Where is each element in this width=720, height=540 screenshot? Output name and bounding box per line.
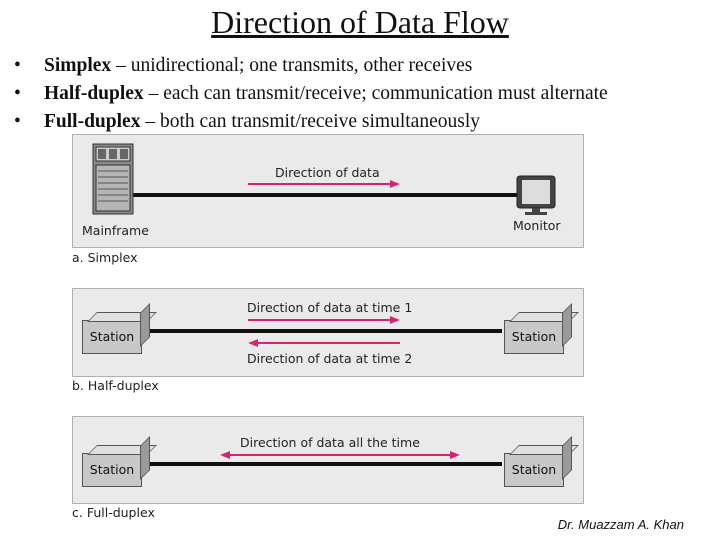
bullet-term: Simplex xyxy=(44,55,112,76)
monitor-label: Monitor xyxy=(513,218,561,233)
bullet-dot: • xyxy=(14,111,21,132)
half-duplex-link-line xyxy=(146,329,502,333)
bullet-half-duplex: • Half-duplex – each can transmit/receive… xyxy=(14,80,608,108)
full-duplex-left-station: Station xyxy=(82,453,142,487)
full-duplex-arrow xyxy=(220,451,460,459)
full-duplex-right-station: Station xyxy=(504,453,564,487)
bullet-desc: – unidirectional; one transmits, other r… xyxy=(116,55,473,76)
bullet-desc: – both can transmit/receive simultaneous… xyxy=(145,111,480,132)
bullet-dot: • xyxy=(14,83,21,104)
half-duplex-arrow-label-2: Direction of data at time 2 xyxy=(247,351,413,366)
half-duplex-right-station: Station xyxy=(504,320,564,354)
bullet-full-duplex: • Full-duplex – both can transmit/receive… xyxy=(14,108,608,136)
bullet-desc: – each can transmit/receive; communicati… xyxy=(148,83,608,104)
half-duplex-caption: b. Half-duplex xyxy=(72,378,159,393)
mainframe-label: Mainframe xyxy=(82,223,149,238)
simplex-link-line xyxy=(128,193,524,197)
full-duplex-caption: c. Full-duplex xyxy=(72,505,155,520)
bullet-simplex: • Simplex – unidirectional; one transmits… xyxy=(14,52,608,80)
half-duplex-left-station: Station xyxy=(82,320,142,354)
bullet-term: Half-duplex xyxy=(44,83,144,104)
bullet-term: Full-duplex xyxy=(44,111,141,132)
simplex-arrow xyxy=(248,180,400,188)
bullet-list: • Simplex – unidirectional; one transmits… xyxy=(14,52,608,136)
simplex-arrow-label: Direction of data xyxy=(275,165,380,180)
half-duplex-arrow-1 xyxy=(248,316,400,324)
simplex-panel xyxy=(72,134,584,248)
half-duplex-arrow-2 xyxy=(248,339,400,347)
simplex-caption: a. Simplex xyxy=(72,250,138,265)
author-credit: Dr. Muazzam A. Khan xyxy=(557,517,684,532)
monitor-icon xyxy=(516,175,556,215)
mainframe-icon xyxy=(92,143,134,215)
bullet-dot: • xyxy=(14,55,21,76)
full-duplex-panel xyxy=(72,416,584,504)
half-duplex-arrow-label-1: Direction of data at time 1 xyxy=(247,300,413,315)
full-duplex-arrow-label: Direction of data all the time xyxy=(240,435,420,450)
full-duplex-link-line xyxy=(146,462,502,466)
slide-title: Direction of Data Flow xyxy=(211,4,509,40)
